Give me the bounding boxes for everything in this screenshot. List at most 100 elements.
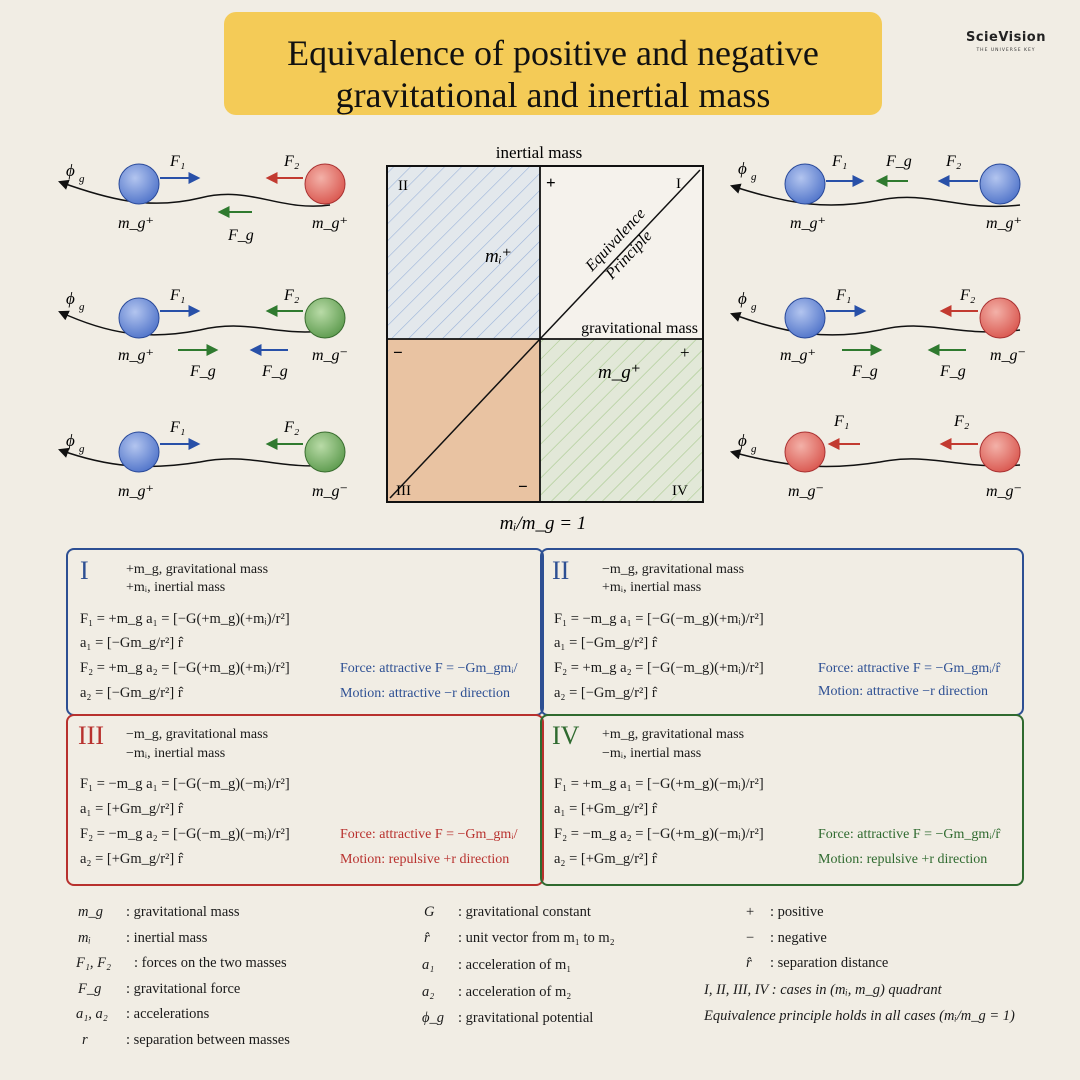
mass-blue <box>118 297 160 339</box>
legend-sym: r̂ <box>746 955 752 971</box>
box-iv-eq3: F₂ = −m_g a₂ = [−G(+m_g)(−mᵢ)/r²] <box>554 826 764 842</box>
legend-desc: : separation between masses <box>126 1032 290 1048</box>
box-iii-mass-g: −m_g, gravitational mass <box>126 727 269 742</box>
fg-label: F_g <box>939 363 966 380</box>
legend-desc: : gravitational potential <box>458 1010 594 1026</box>
box-ii-mass-g: −m_g, gravitational mass <box>602 562 745 577</box>
box-i-motion: Motion: attractive −r direction <box>340 686 511 701</box>
mass-green <box>304 431 346 473</box>
mass-red <box>784 431 826 473</box>
legend-desc: : accelerations <box>126 1006 210 1022</box>
f1-label: F₁ <box>169 419 185 436</box>
box-ii-eq4: a₂ = [−Gm_g/r²] r̂ <box>554 685 657 701</box>
potential-curve <box>58 179 331 207</box>
phi-label: ϕ <box>738 159 747 178</box>
box-ii-force: Force: attractive F = −Gm_gmᵢ/r̂ <box>818 661 1001 676</box>
quadrant-iv-hatch <box>540 339 703 502</box>
quadrant-iii-label: III <box>396 483 411 499</box>
mass-blue <box>979 163 1021 205</box>
mg-plus-label: m_g⁺ <box>986 215 1022 232</box>
phi-sub: g <box>79 173 85 185</box>
phi-sub: g <box>751 171 757 183</box>
diagram-canvas: inertial mass gravitational mass II I II… <box>58 143 1026 534</box>
f2-label: F₂ <box>283 287 300 304</box>
mass-blue <box>784 163 826 205</box>
box-iii-mass-i: −mᵢ, inertial mass <box>126 746 226 761</box>
box-i-mass-g: +m_g, gravitational mass <box>126 562 269 577</box>
f2-label: F₂ <box>945 153 962 170</box>
box-i-roman: I <box>80 556 89 585</box>
title-line-2: gravitational and inertial mass <box>335 75 771 115</box>
legend-sym: r <box>82 1032 88 1048</box>
title-banner: Equivalence of positive and negative gra… <box>224 12 882 115</box>
box-i-eq2: a₁ = [−Gm_g/r²] r̂ <box>80 635 183 651</box>
quadrant-border <box>386 165 704 503</box>
legend-note-equivalence: Equivalence principle holds in all cases… <box>704 1008 1015 1024</box>
box-ii-mass-i: +mᵢ, inertial mass <box>602 580 702 595</box>
mg-plus-label: m_g⁺ <box>598 362 641 383</box>
scenario-left-1: ϕ g F₁ F₂ F_g m_g⁺ m_g⁺ <box>58 153 348 244</box>
fg-label: F_g <box>189 363 216 380</box>
f1-label: F₁ <box>169 287 185 304</box>
box-i-mass-i: +mᵢ, inertial mass <box>126 580 226 595</box>
legend-sym: G <box>424 904 435 920</box>
box-iii-eq1: F₁ = −m_g a₁ = [−G(−m_g)(−mᵢ)/r²] <box>80 776 290 792</box>
legend-desc: : acceleration of m₂ <box>458 984 572 1000</box>
f2-label: F₂ <box>283 153 300 170</box>
mg-minus-label: m_g⁻ <box>990 347 1026 364</box>
box-iii-roman: III <box>78 721 104 750</box>
f2-label: F₂ <box>283 419 300 436</box>
legend-sym: F₁, F₂ <box>76 955 112 971</box>
inertial-mass-label: inertial mass <box>496 143 582 162</box>
f2-label: F₂ <box>959 287 976 304</box>
mass-blue <box>118 163 160 205</box>
legend-desc: : gravitational force <box>126 981 241 997</box>
potential-curve <box>730 183 1021 208</box>
quadrant-ii-hatch <box>387 166 540 339</box>
mass-green <box>304 297 346 339</box>
legend-sym: m_g <box>78 904 103 920</box>
phi-sub: g <box>79 443 85 455</box>
box-iv-mass-i: −mᵢ, inertial mass <box>602 746 702 761</box>
plus-sign-right: + <box>680 343 690 362</box>
legend-sym: a₁, a₂ <box>76 1006 108 1022</box>
phi-sub: g <box>751 301 757 313</box>
box-iii-motion: Motion: repulsive +r direction <box>340 852 510 867</box>
mass-red <box>979 297 1021 339</box>
mass-blue <box>118 431 160 473</box>
box-ii-eq2: a₁ = [−Gm_g/r²] r̂ <box>554 635 657 651</box>
scenario-right-2: ϕ g F₁ F₂ F_g F_g m_g⁺ m_g⁻ <box>730 287 1026 380</box>
mg-minus-label: m_g⁻ <box>986 483 1022 500</box>
legend-sym: + <box>746 904 755 920</box>
equivalence-line-lower <box>389 338 541 499</box>
phi-label: ϕ <box>738 289 747 308</box>
box-iv-eq4: a₂ = [+Gm_g/r²] r̂ <box>554 851 657 867</box>
box-ii-roman: II <box>552 556 570 585</box>
mi-plus-label: mᵢ⁺ <box>485 246 512 267</box>
scenario-right-3: ϕ g F₁ F₂ m_g⁻ m_g⁻ <box>729 413 1022 500</box>
legend-sym: F_g <box>78 981 102 997</box>
equivalence-line-upper <box>539 169 701 340</box>
mass-blue <box>784 297 826 339</box>
potential-curve <box>730 311 1021 336</box>
scenario-left-3: ϕ g F₁ F₂ m_g⁺ m_g⁻ <box>58 419 348 500</box>
phi-label: ϕ <box>66 161 75 180</box>
fg-label: F_g <box>851 363 878 380</box>
mass-red <box>979 431 1021 473</box>
f1-label: F₁ <box>831 153 847 170</box>
potential-curve <box>58 447 331 468</box>
mass-red <box>304 163 346 205</box>
mg-minus-label: m_g⁻ <box>788 483 824 500</box>
box-ii-motion: Motion: attractive −r direction <box>818 684 989 699</box>
legend-sym: ϕ_g <box>422 1010 445 1026</box>
legend-desc: : inertial mass <box>126 930 208 946</box>
mg-minus-label: m_g⁻ <box>312 483 348 500</box>
legend-sym: − <box>746 930 755 946</box>
box-iv-eq1: F₁ = +m_g a₁ = [−G(+m_g)(−mᵢ)/r²] <box>554 776 764 792</box>
mg-plus-label: m_g⁺ <box>118 347 154 364</box>
brand-logo: ScieVision <box>965 30 1046 45</box>
potential-curve <box>58 310 331 336</box>
scenario-right-1: ϕ g F₁ F_g F₂ m_g⁺ m_g⁺ <box>730 153 1022 232</box>
fg-label: F_g <box>261 363 288 380</box>
quadrant-i-label: I <box>676 176 681 192</box>
